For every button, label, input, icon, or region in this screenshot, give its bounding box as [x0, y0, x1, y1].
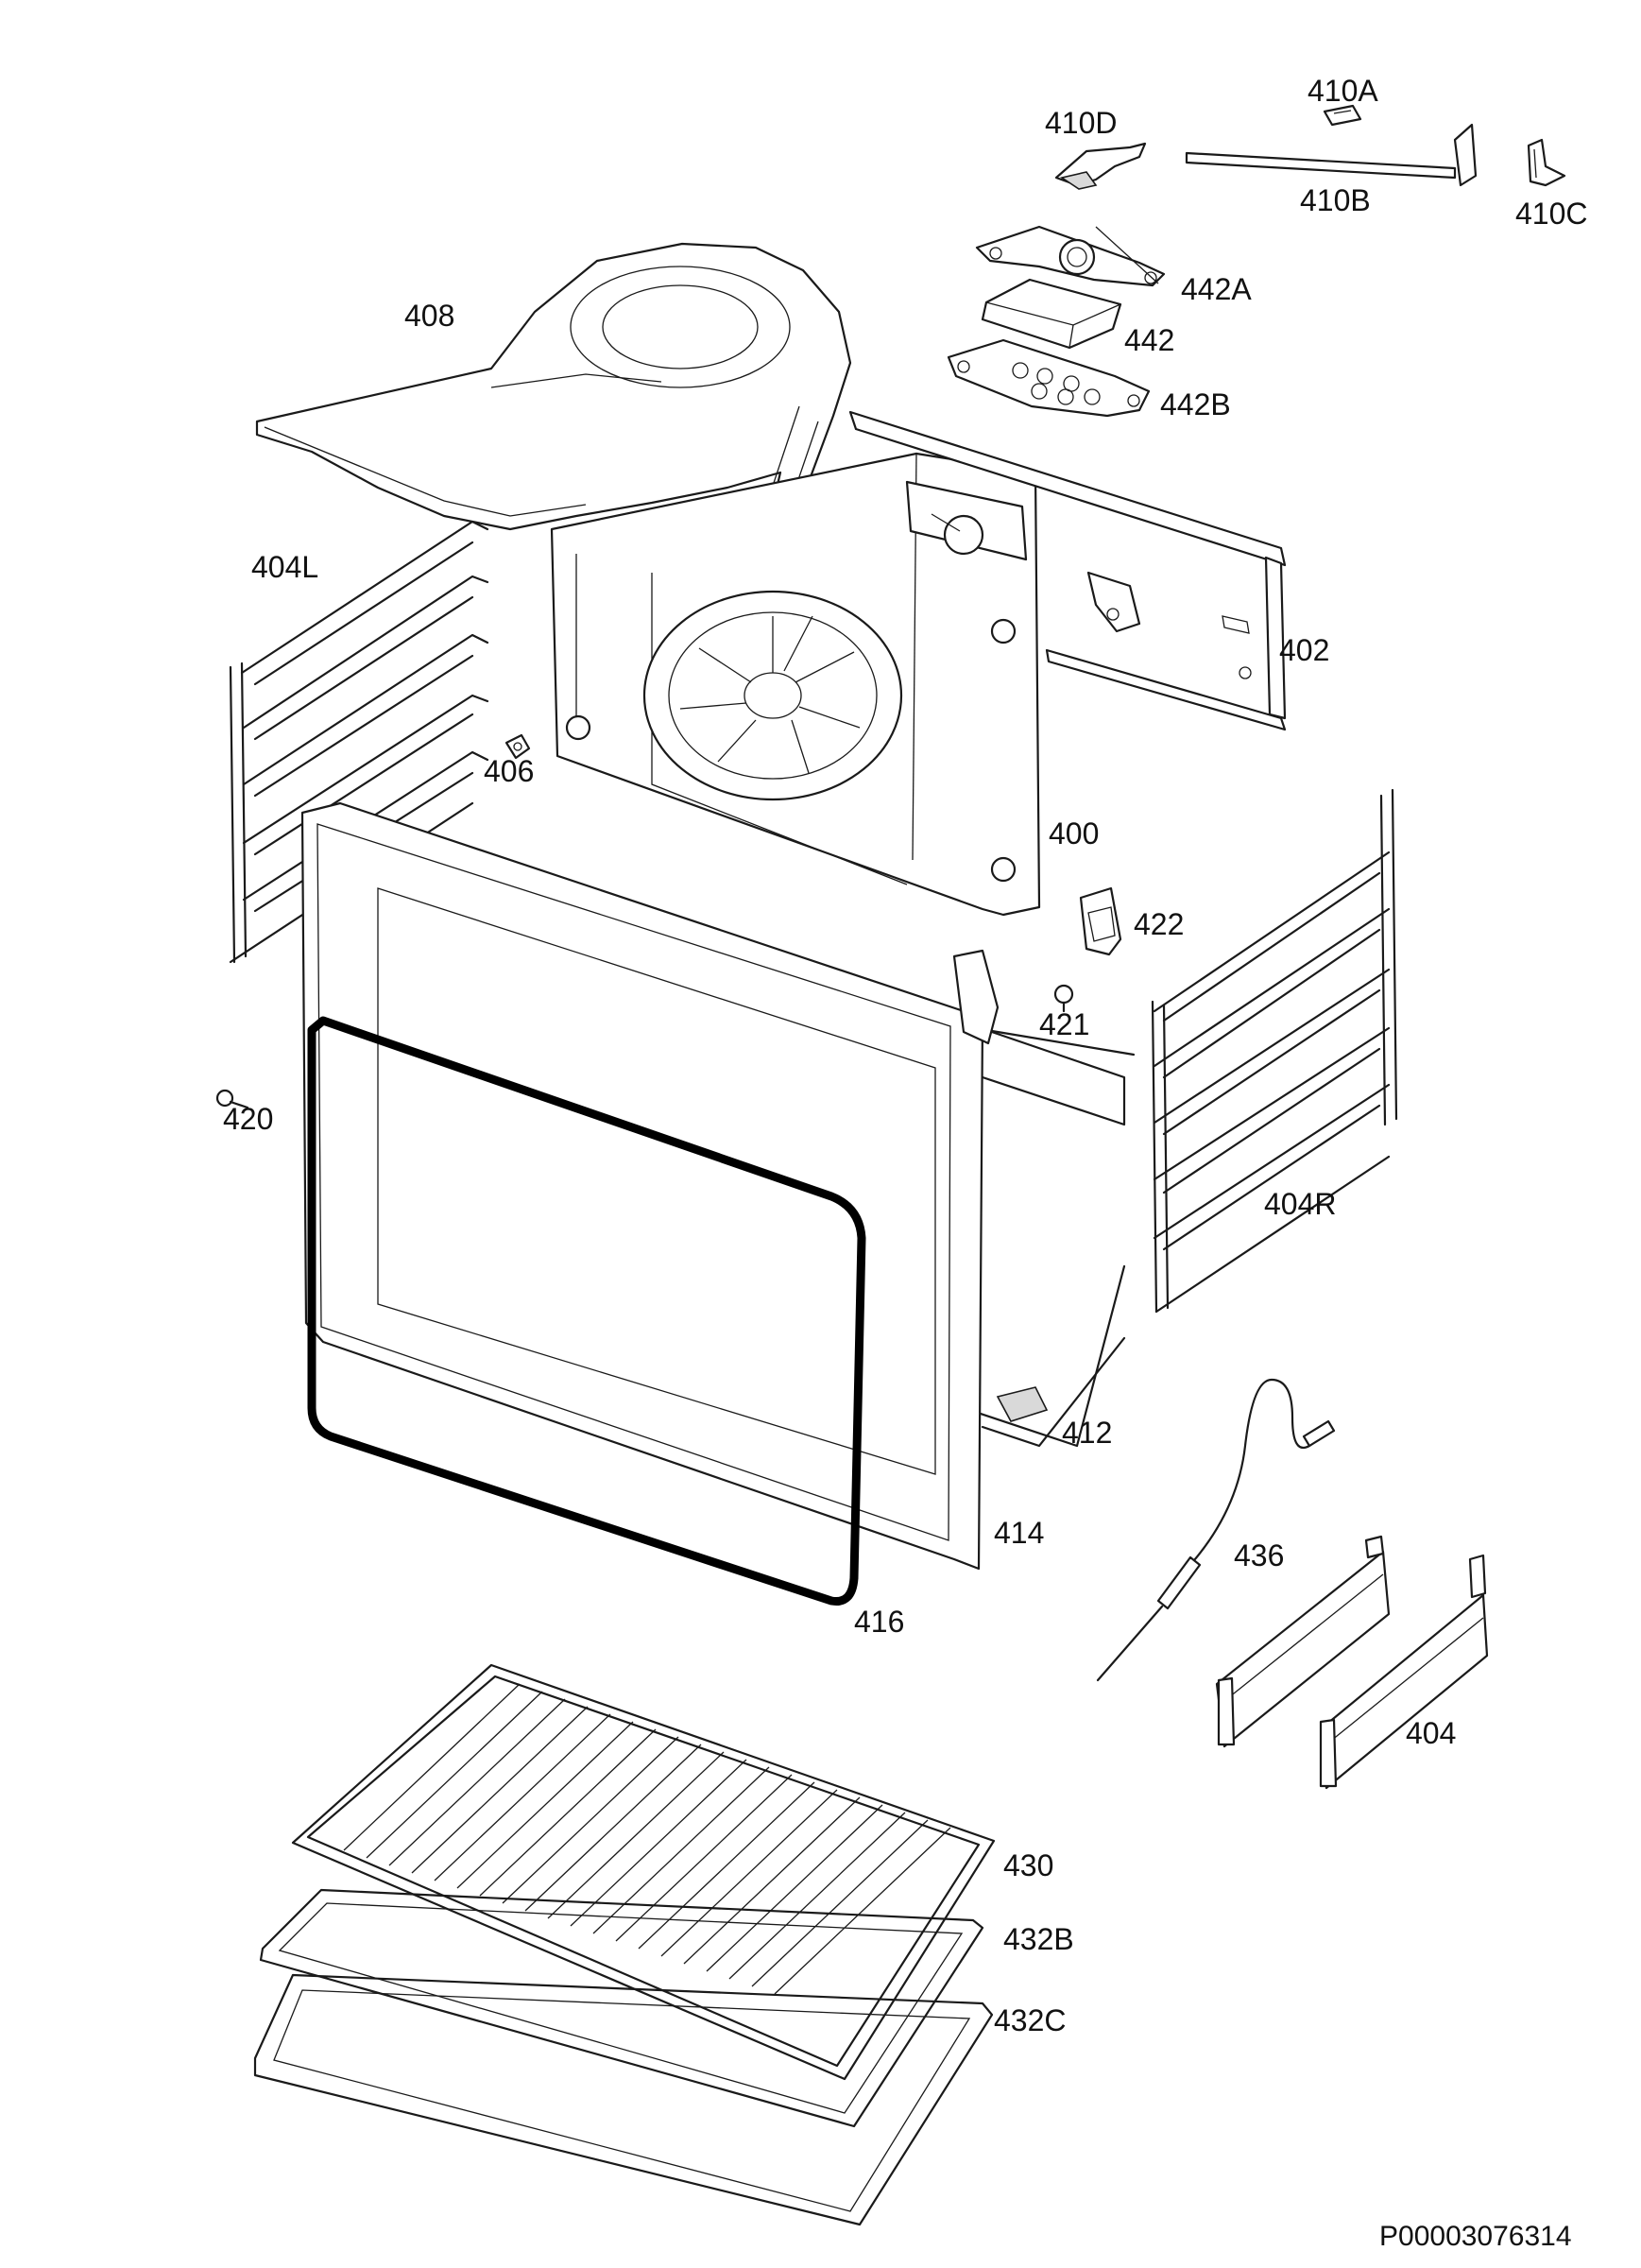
- label-436: 436: [1234, 1538, 1285, 1572]
- part-442A: [975, 225, 1166, 287]
- part-414: [300, 801, 1000, 1571]
- label-414: 414: [994, 1516, 1045, 1550]
- label-404R: 404R: [1264, 1187, 1337, 1221]
- label-406: 406: [484, 754, 535, 788]
- part-410D: [1054, 142, 1147, 190]
- label-416: 416: [854, 1605, 905, 1639]
- part-432C: [253, 1973, 994, 2226]
- label-422: 422: [1134, 907, 1185, 941]
- label-404L: 404L: [251, 550, 319, 584]
- label-412: 412: [1062, 1416, 1113, 1450]
- label-410A: 410A: [1308, 74, 1378, 108]
- label-420: 420: [223, 1102, 274, 1136]
- part-416: [307, 1016, 866, 1606]
- part-400: [550, 452, 1041, 917]
- part-421: [1053, 984, 1074, 1013]
- part-422: [1079, 886, 1122, 956]
- label-442B: 442B: [1160, 387, 1231, 421]
- part-410B: [1185, 123, 1478, 187]
- part-404: [1215, 1535, 1489, 1790]
- part-410A: [1323, 104, 1362, 127]
- part-420: [215, 1089, 249, 1109]
- label-442: 442: [1124, 323, 1175, 357]
- part-410C: [1527, 138, 1566, 187]
- document-id: P00003076314: [1379, 2221, 1572, 2252]
- part-442B: [947, 338, 1151, 418]
- label-410C: 410C: [1515, 197, 1588, 231]
- label-432C: 432C: [994, 2003, 1067, 2037]
- part-402: [848, 410, 1287, 731]
- leader-line: [1095, 226, 1159, 284]
- label-410D: 410D: [1045, 106, 1118, 140]
- label-432B: 432B: [1003, 1922, 1074, 1956]
- label-404: 404: [1406, 1716, 1457, 1750]
- label-410B: 410B: [1300, 183, 1371, 217]
- part-430: [291, 1663, 996, 2081]
- part-404R: [1151, 788, 1398, 1314]
- label-402: 402: [1279, 633, 1330, 667]
- part-432B: [259, 1888, 984, 2128]
- label-442A: 442A: [1181, 272, 1252, 306]
- label-400: 400: [1049, 816, 1100, 850]
- label-421: 421: [1039, 1007, 1090, 1041]
- part-442: [981, 278, 1122, 350]
- part-436: [1096, 1378, 1336, 1682]
- label-408: 408: [404, 299, 455, 333]
- label-430: 430: [1003, 1848, 1054, 1882]
- part-406: [504, 733, 531, 760]
